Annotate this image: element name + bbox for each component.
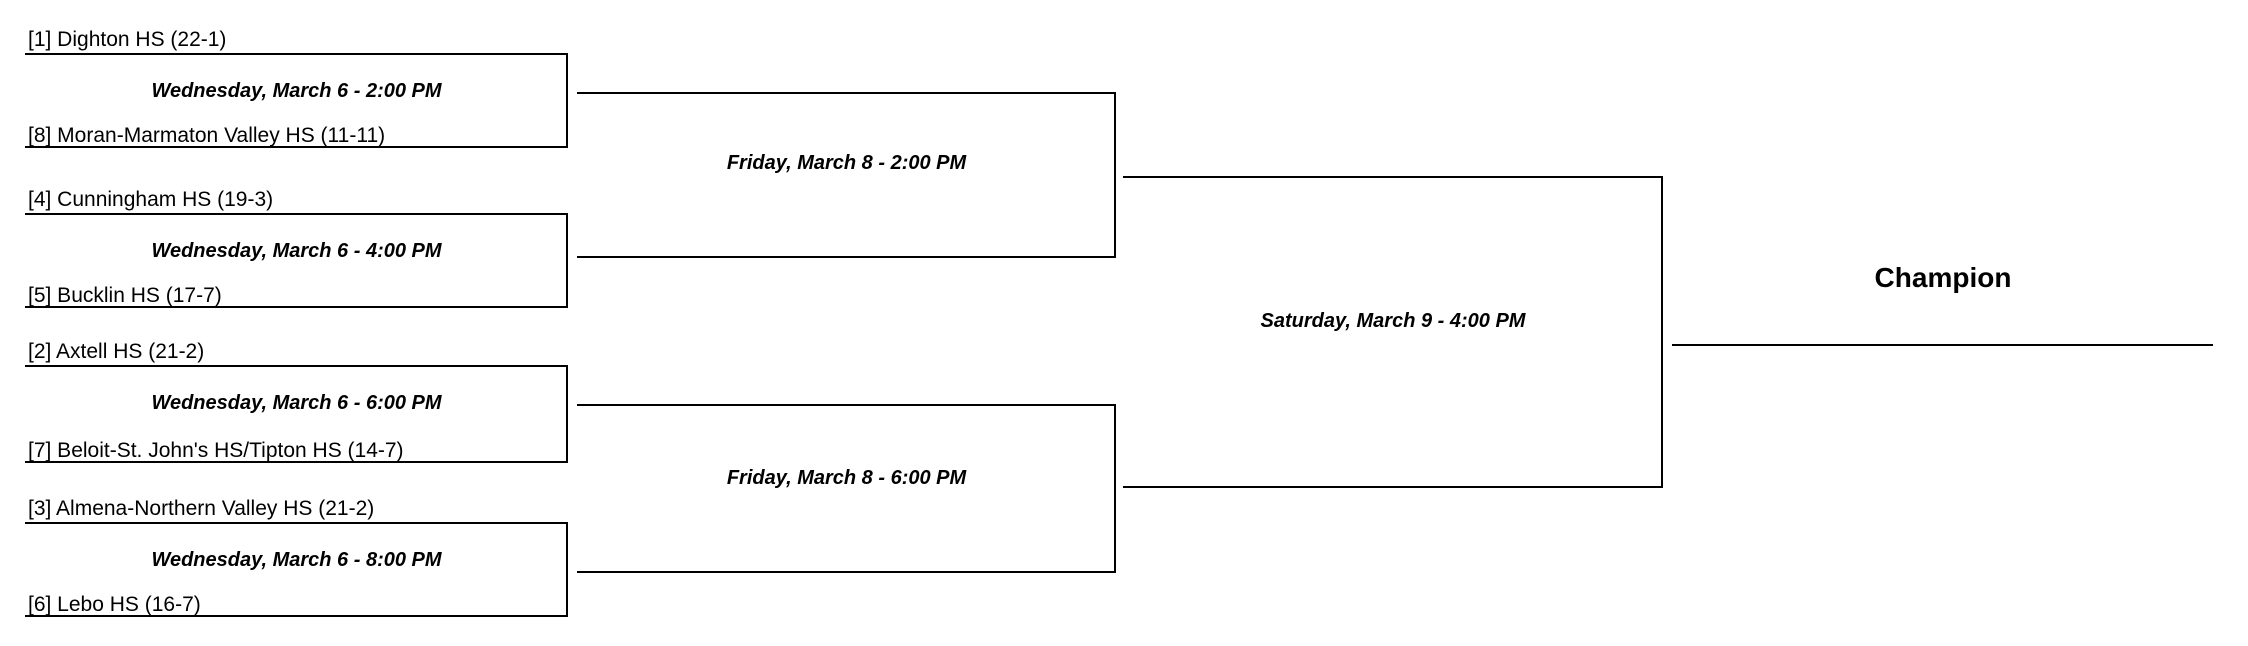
round1-game1-box bbox=[25, 53, 568, 148]
round1-game3-bottom-team: [7] Beloit-St. John's HS/Tipton HS (14-7… bbox=[28, 439, 404, 462]
semifinal2-schedule-label: Friday, March 8 - 6:00 PM bbox=[726, 467, 967, 489]
final-schedule-label: Saturday, March 9 - 4:00 PM bbox=[1260, 310, 1526, 332]
champion-line bbox=[1672, 344, 2213, 346]
round1-game4-bottom-team: [6] Lebo HS (16-7) bbox=[28, 593, 201, 616]
round1-game1-schedule-label: Wednesday, March 6 - 2:00 PM bbox=[151, 80, 442, 102]
round1-game3-top-team: [2] Axtell HS (21-2) bbox=[28, 340, 205, 363]
round1-game2-top-team: [4] Cunningham HS (19-3) bbox=[28, 188, 274, 211]
round1-game4-top-team: [3] Almena-Northern Valley HS (21-2) bbox=[28, 497, 375, 520]
round1-game1-bottom-team: [8] Moran-Marmaton Valley HS (11-11) bbox=[28, 124, 386, 147]
round1-game2-bottom-team: [5] Bucklin HS (17-7) bbox=[28, 284, 222, 307]
round1-game1-top-team: [1] Dighton HS (22-1) bbox=[28, 28, 227, 51]
semifinal1-schedule-label: Friday, March 8 - 2:00 PM bbox=[726, 152, 967, 174]
round1-game3-box bbox=[25, 365, 568, 463]
final-box bbox=[1123, 176, 1663, 488]
semifinal1-box bbox=[577, 92, 1116, 258]
round1-game2-box bbox=[25, 213, 568, 308]
round1-game4-box bbox=[25, 522, 568, 617]
round1-game4-schedule-label: Wednesday, March 6 - 8:00 PM bbox=[151, 549, 442, 571]
semifinal2-box bbox=[577, 404, 1116, 573]
round1-game2-schedule-label: Wednesday, March 6 - 4:00 PM bbox=[151, 240, 442, 262]
round1-game3-schedule-label: Wednesday, March 6 - 6:00 PM bbox=[151, 392, 442, 414]
champion-label: Champion bbox=[1874, 262, 2012, 293]
